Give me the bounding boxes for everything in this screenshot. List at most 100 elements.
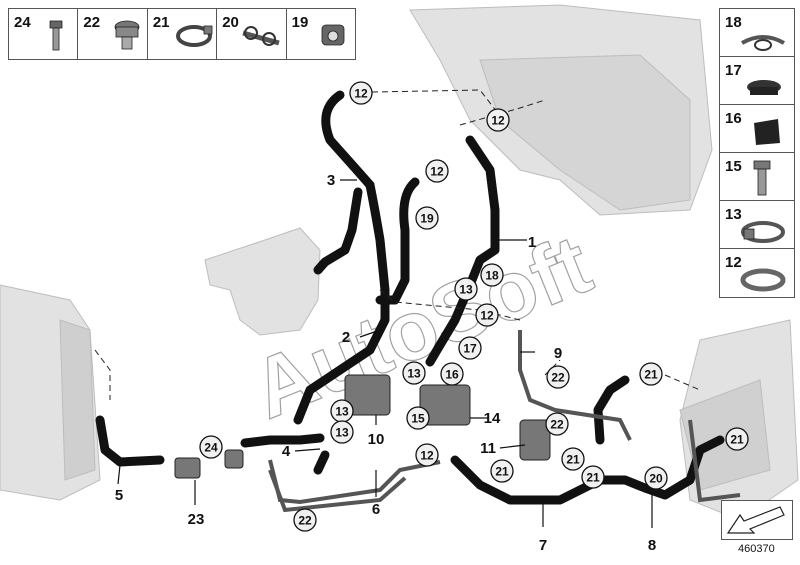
callout-circle	[454, 277, 478, 301]
callout-label: 18	[485, 269, 499, 283]
callout-circle	[581, 465, 605, 489]
rubber-mount-icon	[754, 119, 780, 145]
hoses	[95, 90, 725, 505]
callout-label: 13	[459, 283, 473, 297]
legend-item-24: 24	[9, 9, 79, 59]
callout-circle	[545, 412, 569, 436]
callout-circle	[293, 508, 317, 532]
callout-12: 12	[475, 303, 499, 327]
callout-circle	[349, 81, 373, 105]
callout-12: 12	[349, 81, 373, 105]
callout-label: 17	[463, 342, 477, 356]
callout-label: 12	[430, 165, 444, 179]
legend-number: 24	[14, 14, 31, 31]
legend-number: 12	[725, 254, 742, 271]
part-label-10: 10	[368, 431, 385, 448]
bracket-icon	[242, 26, 280, 46]
part-label-14: 14	[484, 410, 501, 427]
callout-label: 22	[298, 514, 312, 528]
legend-item-16: 16	[720, 105, 794, 153]
callout-21: 21	[561, 447, 585, 471]
callout-12: 12	[486, 108, 510, 132]
nut-icon	[115, 20, 140, 50]
callout-circle	[475, 303, 499, 327]
callout-label: 13	[335, 426, 349, 440]
callout-circle	[490, 459, 514, 483]
callout-circle	[440, 362, 464, 386]
diagram-id: 460370	[738, 543, 775, 555]
callout-19: 19	[415, 206, 439, 230]
callout-13: 13	[330, 399, 354, 423]
callout-12: 12	[425, 159, 449, 183]
callout-22: 22	[546, 365, 570, 389]
legend-item-17: 17	[720, 57, 794, 105]
legend-item-20: 20	[217, 9, 287, 59]
callout-label: 19	[420, 212, 434, 226]
callout-22: 22	[545, 412, 569, 436]
callout-13: 13	[402, 361, 426, 385]
callout-circle	[425, 159, 449, 183]
callout-label: 13	[407, 367, 421, 381]
legend-number: 16	[725, 110, 742, 127]
callout-circle	[546, 365, 570, 389]
grommet-icon	[747, 80, 781, 95]
callout-label: 24	[204, 441, 218, 455]
bolt-icon	[49, 20, 63, 51]
legend-top: 24 22 21 20 19	[8, 8, 356, 60]
callout-circle	[486, 108, 510, 132]
legend-item-22: 22	[78, 9, 148, 59]
callout-label: 12	[480, 309, 494, 323]
callout-13: 13	[330, 420, 354, 444]
callout-label: 21	[495, 465, 509, 479]
legend-number: 18	[725, 14, 742, 31]
part-label-1: 1	[528, 234, 536, 251]
leader-lines	[117, 179, 653, 528]
callout-label: 21	[586, 471, 600, 485]
callout-circle	[561, 447, 585, 471]
callout-label: 21	[566, 453, 580, 467]
part-label-2: 2	[342, 329, 350, 346]
callout-label: 12	[491, 114, 505, 128]
legend-item-12: 12	[720, 249, 794, 296]
hose-clamp-icon	[175, 25, 213, 47]
callout-label: 21	[644, 368, 658, 382]
legend-side: 18 17 16 15 13 12	[719, 8, 795, 298]
callout-circle	[402, 361, 426, 385]
navigation-arrow-box[interactable]	[721, 500, 793, 540]
legend-number: 20	[222, 14, 239, 31]
callout-circle	[406, 406, 430, 430]
callout-circles: 1212121212131313131516171819202121212121…	[199, 81, 749, 532]
callout-label: 22	[551, 371, 565, 385]
legend-number: 22	[83, 14, 101, 31]
screw-icon	[753, 160, 771, 196]
callout-label: 22	[550, 418, 564, 432]
callout-circle	[480, 263, 504, 287]
metal-pipes	[268, 330, 741, 513]
part-label-9: 9	[554, 345, 562, 362]
callout-22: 22	[293, 508, 317, 532]
part-label-11: 11	[480, 440, 496, 457]
callout-circle	[458, 336, 482, 360]
callout-circle	[639, 362, 663, 386]
part-label-5: 5	[115, 487, 123, 504]
callout-label: 21	[730, 433, 744, 447]
legend-number: 17	[725, 62, 742, 79]
cable-holder-icon	[321, 24, 345, 46]
callout-label: 16	[445, 368, 459, 382]
callout-circle	[199, 435, 223, 459]
callout-16: 16	[440, 362, 464, 386]
spring-clamp-icon	[740, 268, 786, 292]
callout-circle	[415, 206, 439, 230]
legend-item-15: 15	[720, 153, 794, 201]
callout-17: 17	[458, 336, 482, 360]
callout-label: 15	[411, 412, 425, 426]
callout-21: 21	[725, 427, 749, 451]
legend-item-18: 18	[720, 9, 794, 57]
callout-21: 21	[639, 362, 663, 386]
legend-item-21: 21	[148, 9, 218, 59]
callout-label: 12	[354, 87, 368, 101]
part-label-7: 7	[539, 537, 547, 554]
